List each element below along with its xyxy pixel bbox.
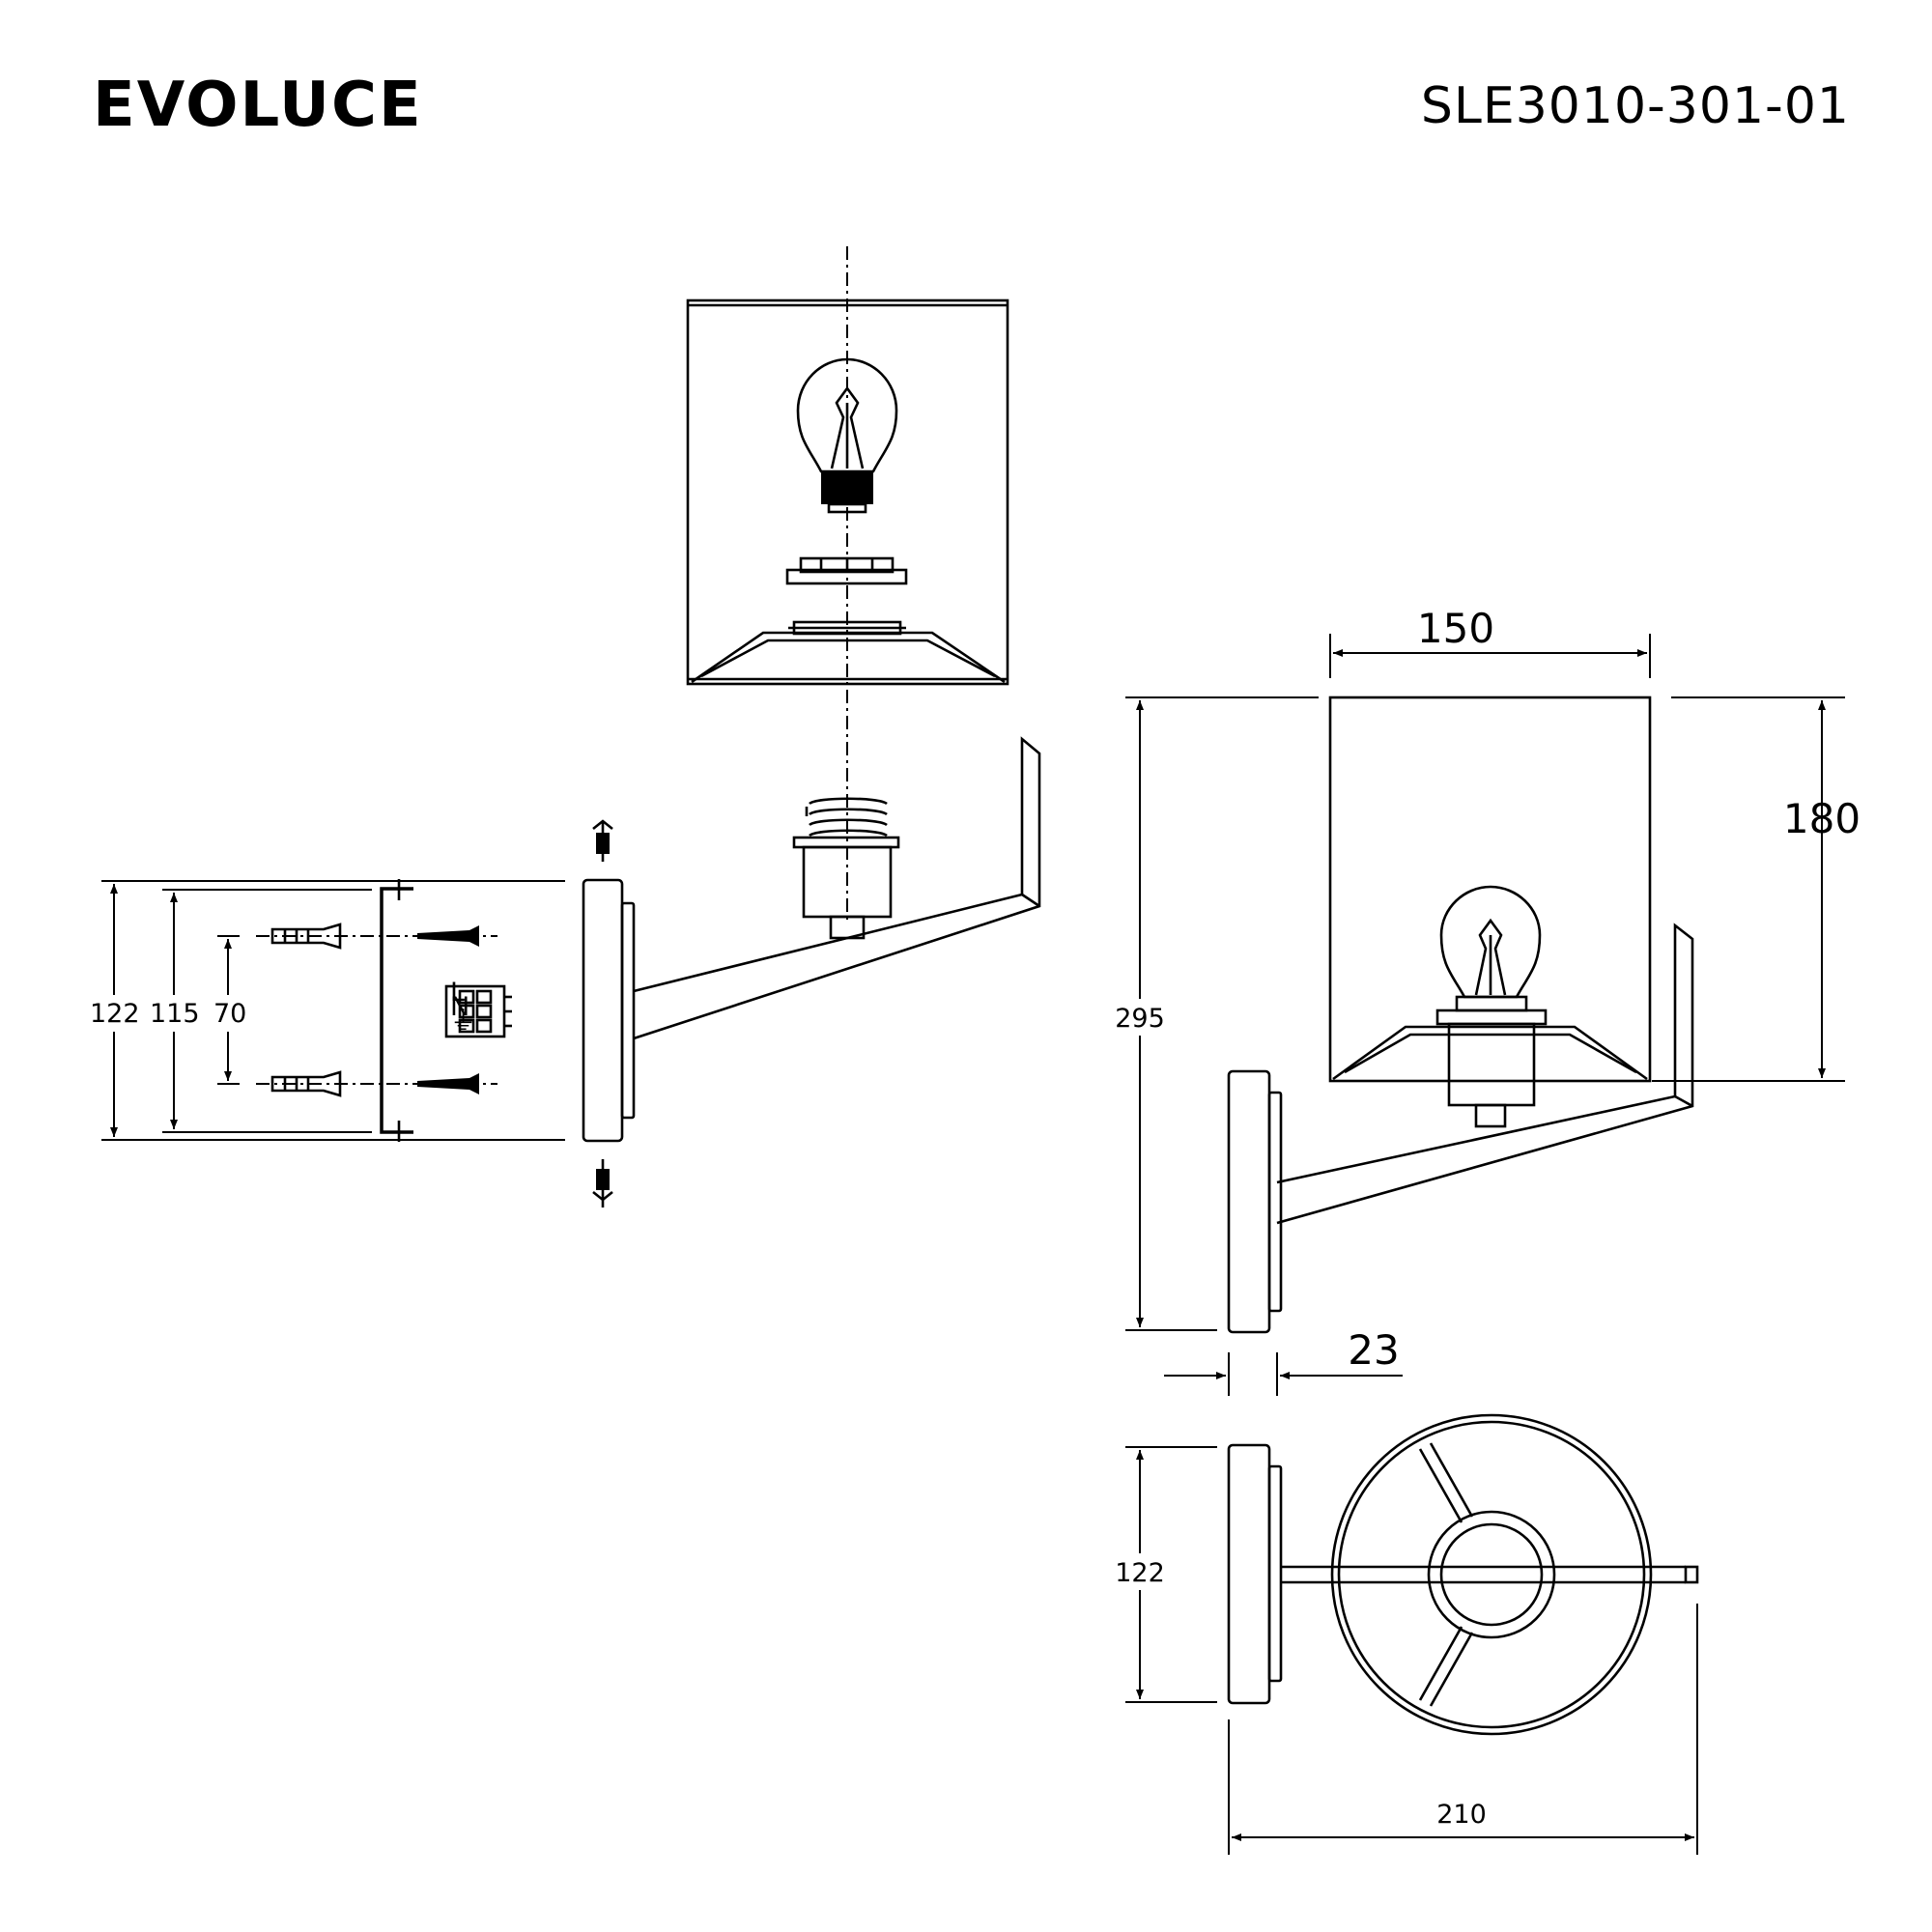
terminal-label-n: N [450, 992, 469, 1022]
assembled-side-view [1109, 634, 1845, 1396]
dim-label-total-depth: 210 [1436, 1800, 1487, 1830]
dim-label-mount-inner: 115 [150, 999, 200, 1029]
mount-bracket [380, 887, 413, 1134]
wall-plug-top-icon [270, 923, 342, 950]
screw-top-icon [592, 819, 613, 862]
bulb-icon [1435, 885, 1548, 1026]
socket-ring [785, 556, 908, 585]
dim-label-shade-width: 150 [1417, 605, 1494, 652]
wall-plug-bottom-icon [270, 1070, 342, 1097]
screw-top-icon [417, 925, 479, 947]
bulb-icon [796, 357, 898, 514]
dim-label-screw-spacing: 70 [213, 999, 246, 1029]
lamp-shade-exploded [686, 298, 1009, 686]
dim-label-total-height: 295 [1115, 1004, 1165, 1034]
mounting-view: L N ⏚ [89, 879, 565, 1142]
dim-label-shade-height: 180 [1783, 795, 1861, 842]
top-view [1109, 1413, 1699, 1855]
screw-bottom-icon [417, 1073, 479, 1094]
lamp-holder [792, 797, 900, 940]
model-number: SLE3010-301-01 [1420, 77, 1850, 135]
terminal-label-earth: ⏚ [450, 1007, 476, 1037]
terminal-block-icon [444, 984, 512, 1038]
brand-title: EVOLUCE [93, 70, 423, 141]
screw-bottom-icon [592, 1159, 613, 1208]
wall-bracket-side [582, 736, 1041, 1143]
terminal-label-l: L [450, 978, 465, 1008]
exploded-view [582, 246, 1041, 1208]
dim-label-top-plate-height: 122 [1115, 1558, 1165, 1588]
dim-label-mount-plate: 122 [90, 999, 140, 1029]
dim-label-plate-depth: 23 [1348, 1326, 1399, 1374]
